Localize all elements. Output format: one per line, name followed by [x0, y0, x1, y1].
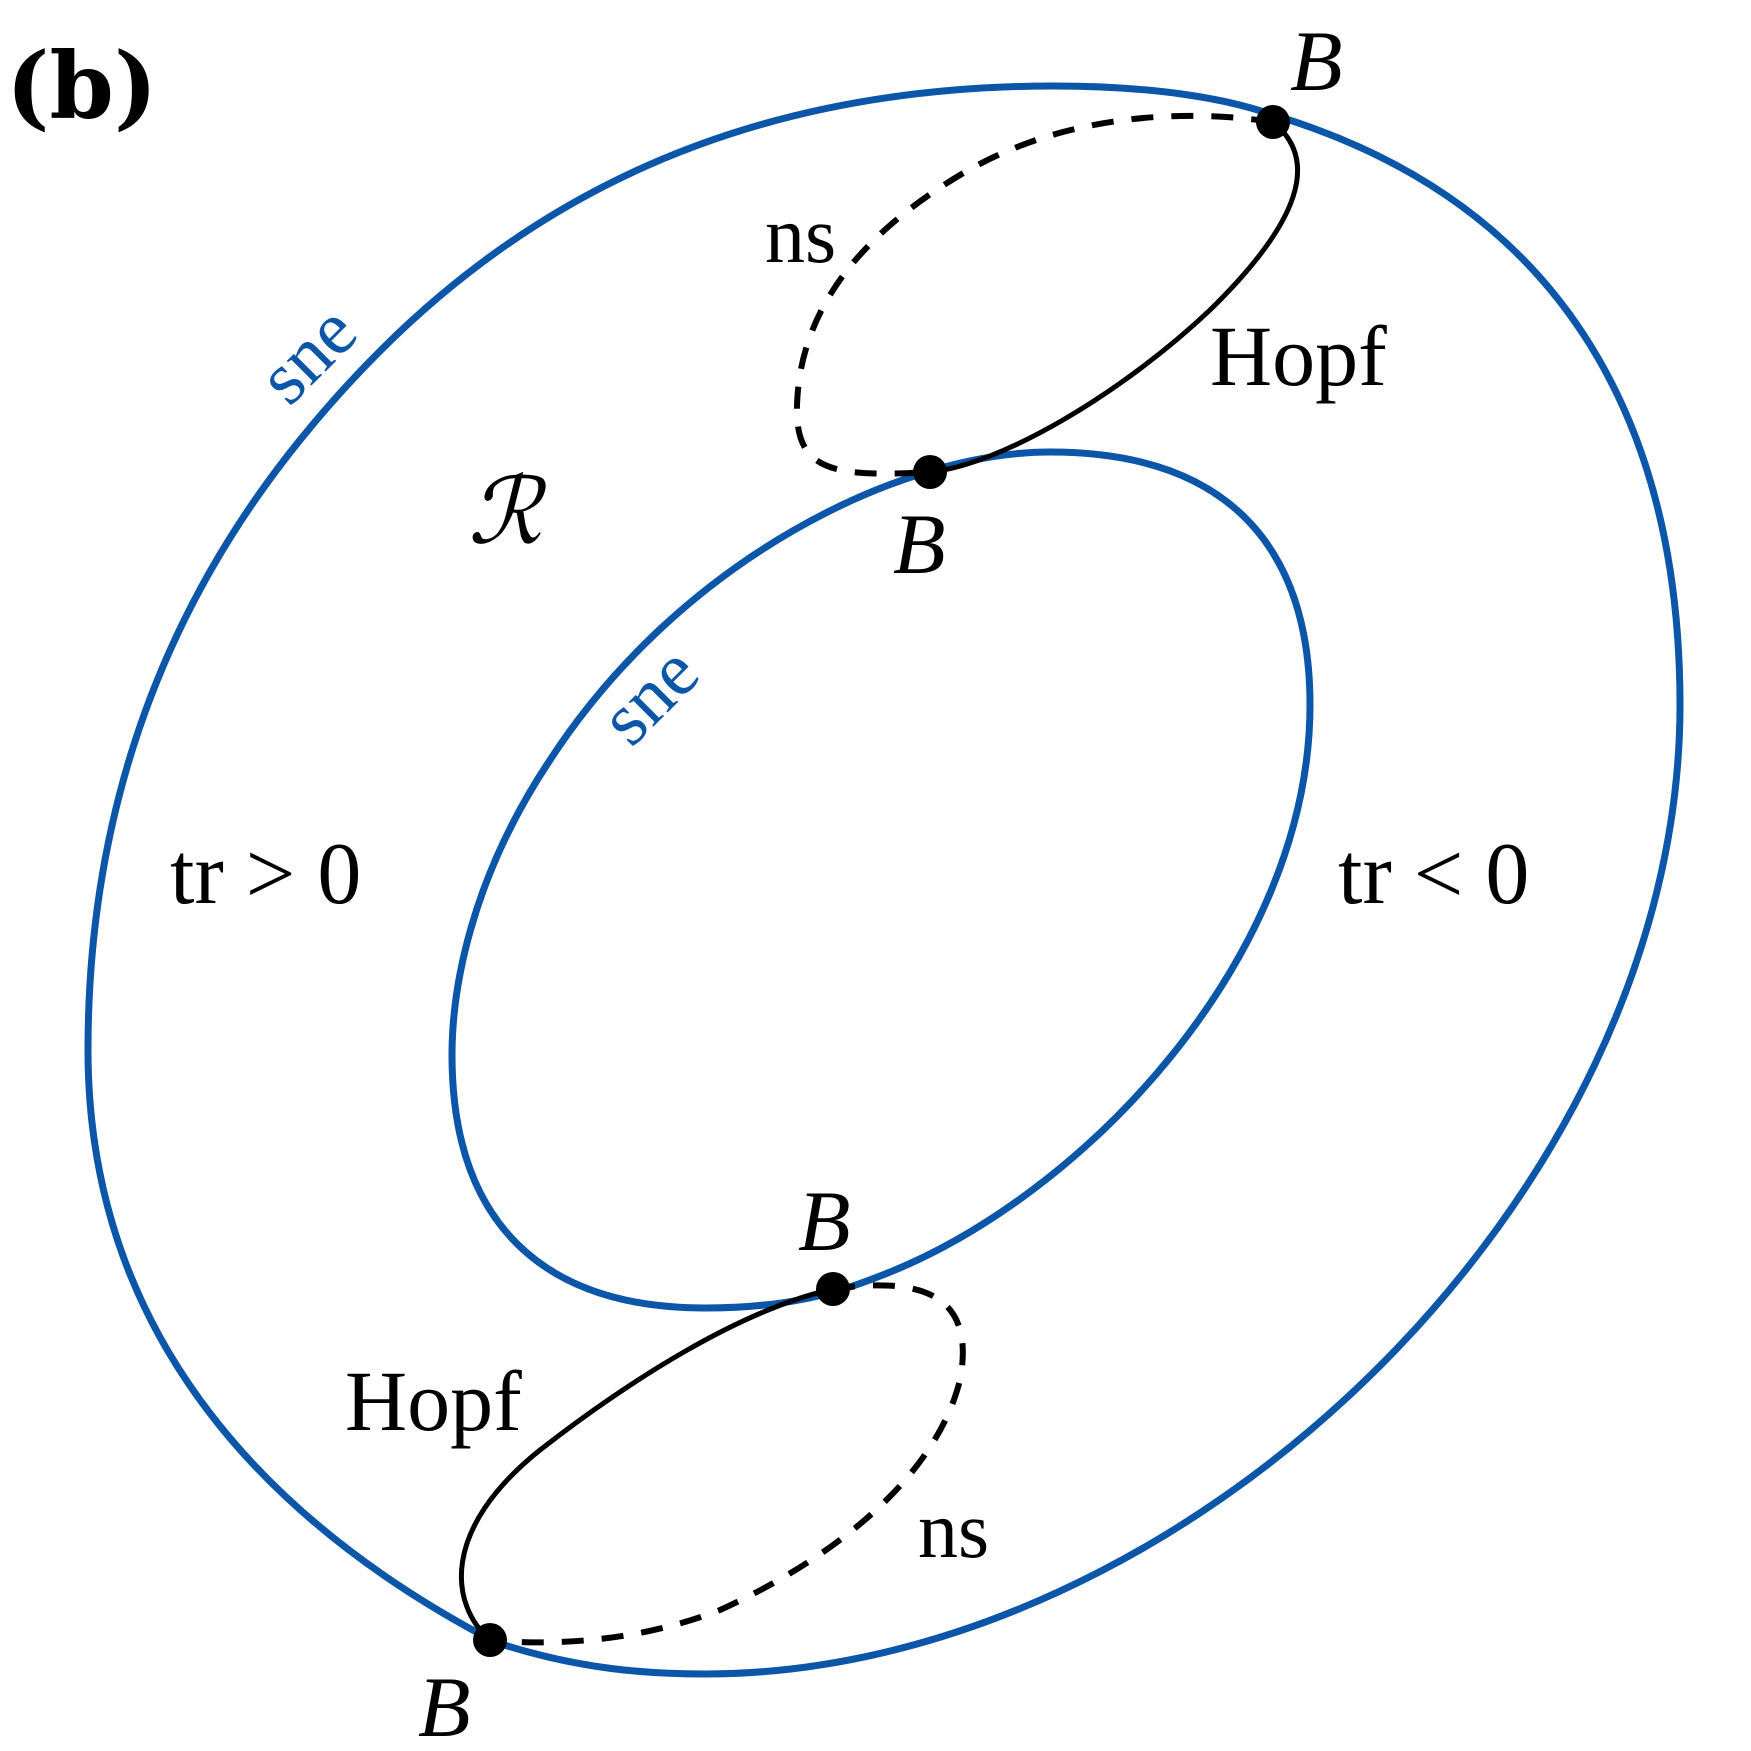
trace-positive-label: tr > 0: [170, 826, 361, 923]
hopf-label-top: Hopf: [1210, 308, 1387, 404]
ns-curve-bottom: [489, 1282, 966, 1646]
b-label-bottom-left: B: [418, 1659, 471, 1751]
sne-label-outer: sne: [242, 289, 373, 420]
b-point-bottom-left: [473, 1623, 507, 1657]
panel-label: (b): [6, 32, 157, 140]
ns-curve-top: [793, 112, 1274, 477]
b-point-bottom-mid: [816, 1272, 850, 1306]
b-label-top-right: B: [1290, 13, 1343, 109]
trace-negative-label: tr < 0: [1338, 826, 1529, 923]
b-label-top-mid: B: [893, 496, 946, 592]
ns-label-top: ns: [765, 192, 836, 280]
hopf-curve-top: [929, 120, 1300, 475]
sne-outer-curve: [84, 82, 1684, 1678]
hopf-label-bottom: Hopf: [345, 1353, 522, 1449]
b-label-bottom-mid: B: [798, 1173, 851, 1269]
b-point-top-right: [1256, 105, 1290, 139]
region-r-label: ℛ: [468, 461, 547, 563]
sne-label-inner: sne: [584, 630, 715, 761]
hopf-curve-bottom: [458, 1286, 834, 1642]
ns-label-bottom: ns: [918, 1487, 989, 1575]
sne-inner-curve: [448, 448, 1314, 1312]
b-point-top-mid: [913, 455, 947, 489]
